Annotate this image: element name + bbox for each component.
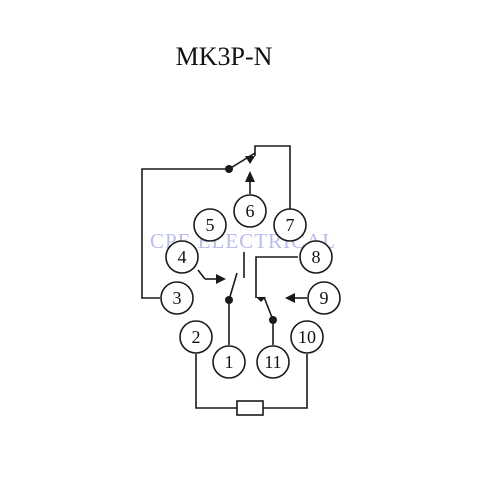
- pin-2-circle: [179, 320, 213, 354]
- pin-3-circle: [160, 281, 194, 315]
- pin-6-arrowhead: [245, 171, 255, 182]
- pin-3-label: 3: [173, 288, 182, 308]
- pin-6-label: 6: [246, 201, 255, 221]
- pin-5-label: 5: [206, 215, 215, 235]
- pin-circles: [160, 194, 341, 379]
- pin-10-circle: [290, 320, 324, 354]
- pin-9-arrowhead: [285, 293, 295, 303]
- pin-9-label: 9: [320, 288, 329, 308]
- wiring: [141, 145, 308, 416]
- middle-switch-blade: [228, 272, 238, 301]
- pin-2-label: 2: [192, 327, 201, 347]
- pin-1-label: 1: [225, 352, 234, 372]
- diagram-title: MK3P-N: [176, 42, 273, 71]
- contact-markers: [216, 156, 295, 324]
- top-switch-blade: [228, 152, 256, 170]
- wire-2-coil: [195, 354, 237, 409]
- pin-4-arrowhead: [216, 274, 226, 284]
- pin-8-circle: [299, 240, 333, 274]
- wire-10-coil: [263, 354, 308, 409]
- pin-9-circle: [307, 281, 341, 315]
- pin-11-circle: [256, 345, 290, 379]
- pin-4-label: 4: [178, 247, 187, 267]
- right-switch-blade: [263, 296, 274, 321]
- right-contact-arrowhead: [256, 297, 266, 302]
- pin-11-label: 11: [264, 352, 281, 372]
- pin-5-circle: [193, 208, 227, 242]
- wire-7-top-switch: [254, 145, 291, 218]
- wire-8-contact: [255, 256, 298, 298]
- pin-4-circle: [165, 240, 199, 274]
- top-switch-pivot-dot: [225, 165, 233, 173]
- middle-switch-pivot-dot: [225, 296, 233, 304]
- right-switch-pivot-dot: [269, 316, 277, 324]
- wire-3-top-switch: [141, 168, 229, 299]
- top-switch-arrowhead: [245, 156, 255, 164]
- pin-labels: 1 2 3 4 5 6 7 8 9 10 11: [173, 201, 329, 372]
- pin-8-label: 8: [312, 247, 321, 267]
- pin-7-circle: [273, 208, 307, 242]
- wire-4-arrow: [197, 269, 206, 280]
- pin-7-label: 7: [286, 215, 295, 235]
- pin-6-circle: [233, 194, 267, 228]
- pin-10-label: 10: [298, 327, 316, 347]
- pin-1-circle: [212, 345, 246, 379]
- coil-symbol: [236, 400, 264, 416]
